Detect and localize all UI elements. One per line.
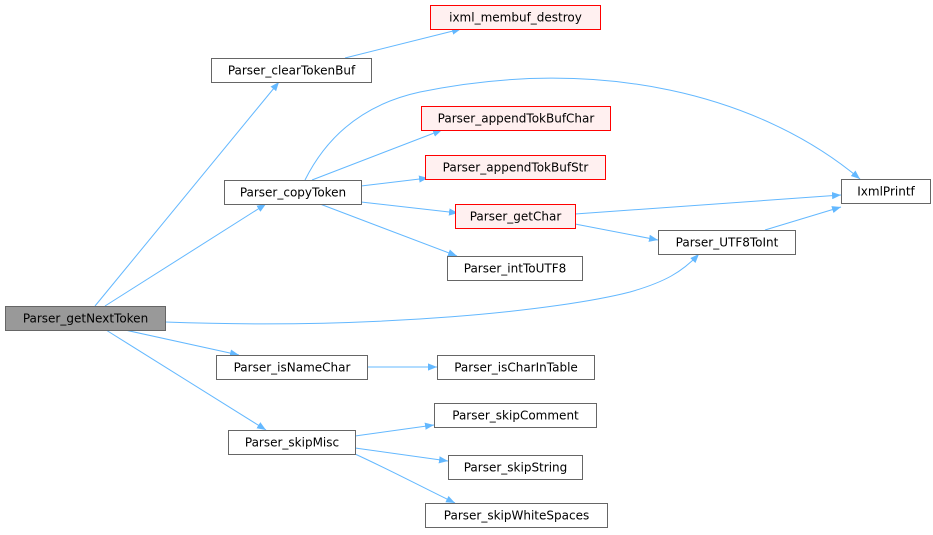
node-label: Parser_getNextToken xyxy=(23,312,148,326)
edge-line xyxy=(574,192,842,215)
node-label: Parser_copyToken xyxy=(240,186,346,200)
edge-line xyxy=(304,77,861,181)
edge-copyToken-to-getChar xyxy=(360,201,459,216)
edge-line xyxy=(105,329,267,431)
node-label: IxmlPrintf xyxy=(857,185,915,199)
edge-getChar-to-ixmlPrintf xyxy=(574,192,842,215)
edge-line xyxy=(354,422,435,437)
node-membufDestroy[interactable]: ixml_membuf_destroy xyxy=(430,5,601,30)
edge-clearTokenBuf-to-membufDestroy xyxy=(344,27,462,59)
node-label: Parser_getChar xyxy=(470,210,562,224)
node-label: Parser_appendTokBufStr xyxy=(443,161,589,175)
node-label: Parser_isCharInTable xyxy=(454,361,578,375)
edge-line xyxy=(104,203,267,307)
edge-line xyxy=(354,447,449,464)
node-label: Parser_skipComment xyxy=(452,409,579,423)
node-utf8ToInt[interactable]: Parser_UTF8ToInt xyxy=(658,230,796,255)
node-isNameChar[interactable]: Parser_isNameChar xyxy=(216,355,368,380)
edge-skipMisc-to-skipWhiteSpaces xyxy=(354,453,456,504)
node-label: Parser_intToUTF8 xyxy=(464,262,566,276)
node-intToUTF8[interactable]: Parser_intToUTF8 xyxy=(447,256,583,281)
edge-line xyxy=(319,203,458,257)
edge-line xyxy=(94,81,280,307)
node-box[interactable] xyxy=(425,503,608,528)
node-label: Parser_skipString xyxy=(464,461,568,475)
node-label: Parser_skipWhiteSpaces xyxy=(444,509,589,523)
node-appendTokBufChar[interactable]: Parser_appendTokBufChar xyxy=(421,106,611,131)
edge-line xyxy=(354,453,456,504)
node-box[interactable] xyxy=(425,155,606,180)
node-label: Parser_clearTokenBuf xyxy=(228,64,356,78)
edge-getChar-to-utf8ToInt xyxy=(574,223,659,242)
edge-line xyxy=(164,253,700,325)
edge-getNextToken-to-isNameChar xyxy=(124,329,240,357)
edge-line xyxy=(574,223,659,242)
node-skipMisc[interactable]: Parser_skipMisc xyxy=(228,430,356,455)
node-box[interactable] xyxy=(5,306,166,331)
edge-skipMisc-to-skipString xyxy=(354,447,449,464)
node-box[interactable] xyxy=(430,5,601,30)
edge-line xyxy=(311,129,443,181)
edge-getNextToken-to-skipMisc xyxy=(105,329,267,431)
node-label: Parser_UTF8ToInt xyxy=(676,236,779,250)
edge-line xyxy=(360,175,429,187)
node-isCharInTable[interactable]: Parser_isCharInTable xyxy=(437,355,595,380)
node-skipComment[interactable]: Parser_skipComment xyxy=(434,403,597,428)
node-label: Parser_appendTokBufChar xyxy=(438,112,595,126)
edge-copyToken-to-intToUTF8 xyxy=(319,203,458,257)
node-box[interactable] xyxy=(228,430,356,455)
node-box[interactable] xyxy=(437,355,595,380)
node-box[interactable] xyxy=(216,355,368,380)
node-box[interactable] xyxy=(448,455,583,480)
node-getNextToken[interactable]: Parser_getNextToken xyxy=(5,306,166,331)
node-box[interactable] xyxy=(658,230,796,255)
edge-copyToken-to-appendTokBufChar xyxy=(311,129,443,181)
node-skipString[interactable]: Parser_skipString xyxy=(448,455,583,480)
node-label: ixml_membuf_destroy xyxy=(449,11,582,25)
edge-getNextToken-to-utf8ToInt xyxy=(164,253,700,325)
node-box[interactable] xyxy=(224,180,362,205)
nodes-layer: Parser_getNextToken Parser_clearTokenBuf i… xyxy=(5,5,931,528)
node-box[interactable] xyxy=(455,204,576,229)
edge-line xyxy=(124,329,240,357)
edge-getNextToken-to-copyToken xyxy=(104,203,267,307)
node-skipWhiteSpaces[interactable]: Parser_skipWhiteSpaces xyxy=(425,503,608,528)
node-label: Parser_isNameChar xyxy=(234,361,351,375)
node-box[interactable] xyxy=(421,106,611,131)
edge-skipMisc-to-skipComment xyxy=(354,422,435,437)
node-clearTokenBuf[interactable]: Parser_clearTokenBuf xyxy=(211,58,372,83)
node-box[interactable] xyxy=(841,179,931,204)
edges-layer xyxy=(94,27,861,504)
edge-line xyxy=(764,206,842,231)
node-box[interactable] xyxy=(447,256,583,281)
edge-line xyxy=(360,201,459,216)
node-appendTokBufStr[interactable]: Parser_appendTokBufStr xyxy=(425,155,606,180)
node-getChar[interactable]: Parser_getChar xyxy=(455,204,576,229)
edge-line xyxy=(344,27,462,59)
node-box[interactable] xyxy=(434,403,597,428)
node-box[interactable] xyxy=(211,58,372,83)
edge-copyToken-to-appendTokBufStr xyxy=(360,175,429,187)
edge-utf8ToInt-to-ixmlPrintf xyxy=(764,206,842,231)
node-ixmlPrintf[interactable]: IxmlPrintf xyxy=(841,179,931,204)
edge-copyToken-to-ixmlPrintf xyxy=(304,77,861,181)
node-label: Parser_skipMisc xyxy=(245,436,339,450)
node-copyToken[interactable]: Parser_copyToken xyxy=(224,180,362,205)
edge-getNextToken-to-clearTokenBuf xyxy=(94,81,280,307)
